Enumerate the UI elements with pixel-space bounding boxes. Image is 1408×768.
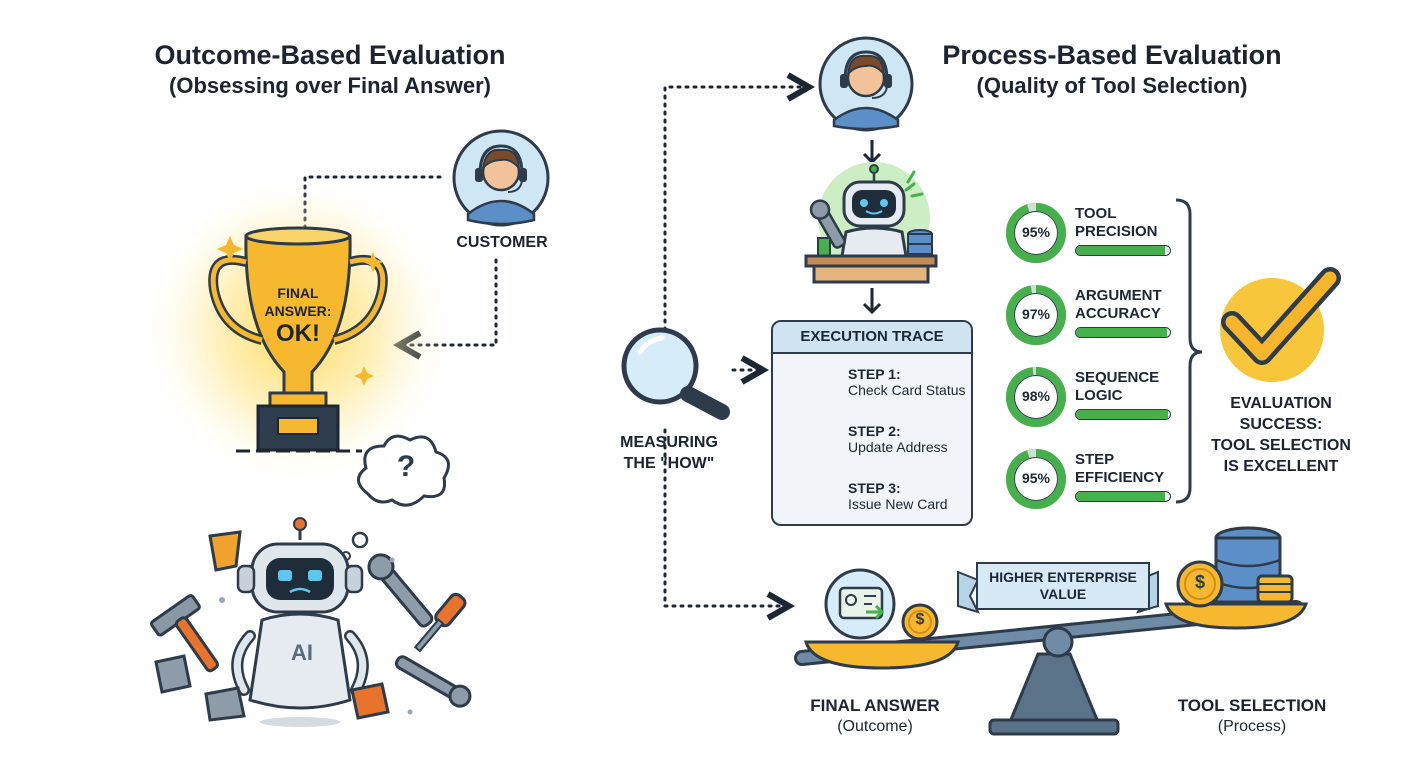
metric-progress-fill — [1076, 328, 1168, 337]
trophy-icon — [148, 180, 448, 480]
trophy-line-1: FINAL — [277, 285, 319, 301]
success-line-4: IS EXCELLENT — [1223, 458, 1339, 475]
trace-step: STEP 3:Issue New Card — [848, 480, 948, 512]
outcome-title: Outcome-Based Evaluation — [154, 40, 506, 70]
id-card-icon — [824, 568, 896, 640]
execution-trace-header: EXECUTION TRACE — [773, 322, 971, 354]
confused-robot-icon — [231, 434, 450, 727]
metric-progress-fill — [1076, 492, 1166, 501]
metric-name-line-2: LOGIC — [1075, 387, 1123, 404]
execution-trace-panel: EXECUTION TRACE STEP 1:Check Card Status… — [771, 320, 973, 526]
coin-icon — [901, 603, 939, 641]
coin-symbol-left: $ — [915, 611, 925, 628]
metrics-bracket — [1175, 198, 1203, 504]
trace-step-title: STEP 1: — [848, 366, 901, 382]
scale-right-label: TOOL SELECTION (Process) — [1166, 696, 1338, 736]
metric-progress-bar — [1075, 491, 1171, 502]
metric-name-line-2: ACCURACY — [1075, 305, 1161, 322]
scale-left-label: FINAL ANSWER (Outcome) — [790, 696, 960, 736]
scattered-tools-icon — [150, 530, 472, 722]
scale-right-title: TOOL SELECTION — [1177, 696, 1327, 715]
thought-question-mark: ? — [396, 450, 416, 483]
trophy-line-2: ANSWER: — [264, 303, 332, 319]
metric-gauge — [1006, 285, 1066, 345]
metric-name-line-1: STEP — [1075, 451, 1115, 468]
metric-name-line-1: TOOL — [1075, 205, 1117, 222]
metric-progress-bar — [1075, 245, 1171, 256]
metric-name-line-2: EFFICIENCY — [1075, 469, 1165, 486]
evaluation-success-text: EVALUATION SUCCESS: TOOL SELECTION IS EX… — [1206, 393, 1356, 477]
metric-value: 97% — [1021, 306, 1051, 322]
trophy-line-3: OK! — [276, 320, 320, 347]
banner-line-1: HIGHER ENTERPRISE — [989, 569, 1137, 585]
agent-headset-icon — [818, 36, 914, 132]
measuring-line-1: MEASURING — [620, 434, 718, 451]
coin-symbol: $ — [1194, 572, 1205, 592]
higher-enterprise-value-banner: HIGHER ENTERPRISE VALUE — [976, 562, 1150, 610]
scale-right-sub: (Process) — [1217, 718, 1287, 735]
success-line-2: SUCCESS: — [1239, 416, 1323, 433]
trace-step-title: STEP 3: — [848, 480, 901, 496]
trace-step-title: STEP 2: — [848, 423, 901, 439]
working-robot-icon — [804, 162, 938, 284]
measuring-flow-connector — [663, 87, 806, 606]
metric-gauge — [1006, 449, 1066, 509]
metric-progress-fill — [1076, 246, 1166, 255]
robot-ai-badge: AI — [291, 640, 313, 665]
scale-left-title: FINAL ANSWER — [810, 696, 940, 715]
measuring-line-2: THE "HOW" — [623, 455, 715, 472]
process-title: Process-Based Evaluation — [942, 40, 1282, 70]
magnifier-icon — [621, 327, 730, 420]
balance-scale-icon — [794, 600, 1309, 736]
metric-name-line-1: SEQUENCE — [1075, 369, 1160, 386]
success-line-3: TOOL SELECTION — [1211, 437, 1351, 454]
outcome-subtitle: (Obsessing over Final Answer) — [169, 73, 491, 98]
trace-step: STEP 2:Update Address — [848, 423, 948, 455]
metric-gauges — [1006, 203, 1066, 509]
metric-name-line-1: ARGUMENT — [1075, 287, 1162, 304]
metric-value: 95% — [1021, 470, 1051, 486]
success-line-1: EVALUATION — [1230, 395, 1332, 412]
customer-label: CUSTOMER — [456, 234, 548, 251]
customer-avatar-icon — [452, 129, 550, 227]
trace-step: STEP 1:Check Card Status — [848, 366, 966, 398]
banner-line-2: VALUE — [1039, 586, 1087, 602]
measuring-label: MEASURING THE "HOW" — [604, 432, 734, 474]
process-subtitle: (Quality of Tool Selection) — [976, 73, 1248, 98]
metric-value: 95% — [1021, 224, 1051, 240]
trace-step-desc: Update Address — [848, 439, 948, 455]
metric-name-line-2: PRECISION — [1075, 223, 1158, 240]
metric-progress-fill — [1076, 410, 1169, 419]
checkmark-icon — [1220, 267, 1341, 382]
scale-left-sub: (Outcome) — [837, 718, 913, 735]
database-stack-icon — [1176, 526, 1294, 608]
metric-gauge — [1006, 203, 1066, 263]
trace-step-desc: Check Card Status — [848, 382, 966, 398]
metric-gauge — [1006, 367, 1066, 427]
metric-progress-bar — [1075, 409, 1171, 420]
trophy-text: FINAL ANSWER: OK! — [258, 284, 338, 348]
metric-value: 98% — [1021, 388, 1051, 404]
flow-down-arrows — [862, 140, 882, 315]
trace-step-desc: Issue New Card — [848, 496, 948, 512]
metric-progress-bar — [1075, 327, 1171, 338]
